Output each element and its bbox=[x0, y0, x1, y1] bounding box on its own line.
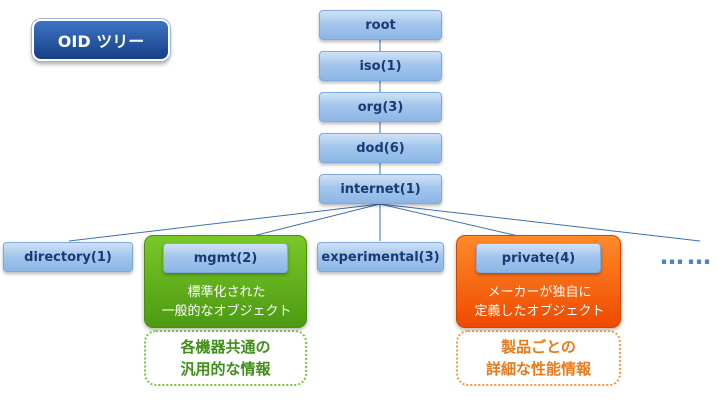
private-note: 製品ごとの 詳細な性能情報 bbox=[456, 330, 621, 386]
node-org: org(3) bbox=[319, 92, 442, 122]
private-group: private(4) メーカーが独自に 定義したオブジェクト bbox=[456, 235, 621, 328]
node-experimental: experimental(3) bbox=[317, 242, 444, 272]
mgmt-note-line: 各機器共通の bbox=[180, 338, 271, 356]
mgmt-description: 標準化された 一般的なオブジェクト bbox=[145, 283, 308, 321]
mgmt-description-line: 一般的なオブジェクト bbox=[161, 304, 292, 319]
private-description-line: メーカーが独自に bbox=[487, 285, 592, 300]
node-root: root bbox=[319, 10, 442, 40]
node-directory: directory(1) bbox=[3, 242, 133, 272]
node-internet: internet(1) bbox=[319, 174, 442, 204]
private-note-line: 製品ごとの bbox=[501, 338, 576, 356]
mgmt-group: mgmt(2) 標準化された 一般的なオブジェクト bbox=[144, 235, 307, 328]
title-badge: OID ツリー bbox=[32, 19, 170, 61]
mgmt-note: 各機器共通の 汎用的な情報 bbox=[144, 330, 307, 386]
more-children-ellipsis: …… bbox=[660, 242, 714, 270]
node-iso: iso(1) bbox=[319, 51, 442, 81]
mgmt-note-line: 汎用的な情報 bbox=[180, 360, 271, 378]
private-description: メーカーが独自に 定義したオブジェクト bbox=[457, 283, 622, 321]
node-dod: dod(6) bbox=[319, 133, 442, 163]
node-mgmt: mgmt(2) bbox=[163, 243, 288, 273]
mgmt-description-line: 標準化された bbox=[187, 285, 266, 300]
private-note-line: 詳細な性能情報 bbox=[485, 360, 591, 378]
node-private: private(4) bbox=[476, 243, 601, 273]
private-description-line: 定義したオブジェクト bbox=[474, 304, 605, 319]
title-text: OID ツリー bbox=[57, 32, 145, 51]
